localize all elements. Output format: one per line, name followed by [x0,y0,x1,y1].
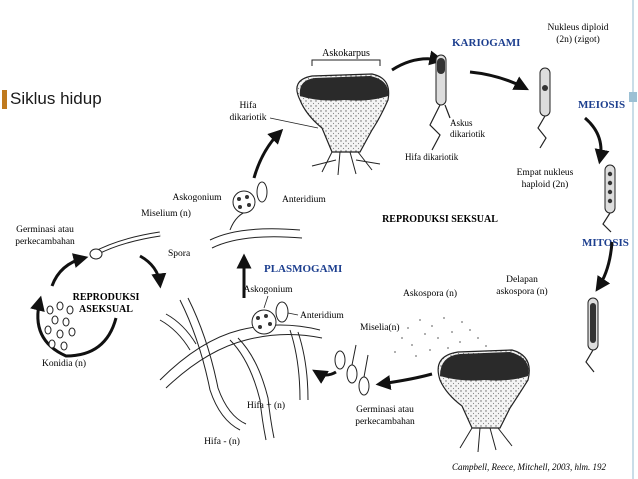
label-zigot: (2n) (zigot) [556,34,600,45]
arrow-to-askokarpus [252,128,284,179]
label-mitosis: MITOSIS [582,237,629,249]
label-miselium: Miselium (n) [141,208,191,219]
germinating-ascospores [334,344,370,396]
askogonium-anteridium-top [209,181,303,249]
germinating-conidium [89,231,161,260]
label-anteridium-top: Anteridium [282,195,326,205]
pointer-hifa-dikariotik [269,117,319,129]
label-hifa-minus: Hifa - (n) [204,436,240,447]
label-hifa-dikariotik-bottom: Hifa dikariotik [405,152,459,162]
arrow-to-eight-spores [595,241,614,292]
label-askus: Askus [450,118,473,128]
arrow-to-diploid [469,70,529,91]
label-meiosis: MEIOSIS [578,99,625,111]
label-reproduksi-aseksual: REPRODUKSI [73,292,140,303]
askokarpus-bottom [437,349,530,453]
arrow-to-four-nuclei [584,116,610,165]
label-nukleus-diploid: Nukleus diploid [548,23,609,33]
askokarpus-top [296,73,390,176]
label-miselia: Miselia(n) [360,322,400,333]
slide-right-rule [632,0,634,479]
askospora-cloud [394,317,487,357]
label-kariogami: KARIOGAMI [452,37,520,49]
label-spora: Spora [168,249,191,259]
mycelium-network [159,297,323,441]
label-haploid: haploid (2n) [522,179,569,190]
label-citation: Campbell, Reece, Mitchell, 2003, hlm. 19… [452,462,606,472]
konidia-cluster [44,301,76,351]
label-perkecambahan-bottom: perkecambahan [355,417,415,427]
label-konidia: Konidia (n) [42,358,86,369]
askogonium-anteridium-mid [251,301,289,335]
label-reproduksi-seksual: REPRODUKSI SEKSUAL [382,214,498,225]
arrow-to-mycelium [312,369,337,384]
label-askogonium-top: Askogonium [172,193,222,203]
label-germinasi-top: Germinasi atau [16,225,74,235]
label-hifa-dikariotik-top: Hifa [240,100,258,111]
arrow-to-kariogami [391,50,445,72]
slide-title: Siklus hidup [2,88,102,110]
askus-eight-spores [585,297,599,373]
label-anteridium-mid: Anteridium [300,311,344,321]
askus-dikariotik [429,54,451,151]
label-askus-dikariotik: dikariotik [450,129,485,139]
pointer-anteridium-mid [287,312,299,316]
slide-title-text: Siklus hidup [10,89,102,108]
label-hifa-dikariotik-top-2: dikariotik [230,113,267,123]
label-askogonium-mid: Askogonium [243,285,293,295]
arrow-asexual-loop-top [50,253,89,287]
label-delapan: Delapan [506,275,538,285]
askokarpus-bracket [311,59,381,66]
title-accent-bar [2,89,7,109]
arrow-asexual-loop-bottom [30,295,118,358]
askus-four-nuclei [602,164,616,233]
pointer-askogonium-mid [263,295,269,309]
label-aseksual: ASEKSUAL [79,304,133,315]
label-plasmogami: PLASMOGAMI [264,263,342,275]
label-germinasi-bottom: Germinasi atau [356,405,414,415]
slide-rule-marker [629,92,637,102]
askus-diploid [537,67,551,149]
label-delapan-askospora: askospora (n) [496,286,547,297]
arrow-to-germination-bottom [375,372,433,391]
label-askospora: Askospora (n) [403,288,457,299]
label-empat-nukleus: Empat nukleus [517,168,574,178]
arrow-to-spora [139,254,167,289]
label-hifa-plus: Hifa + (n) [247,400,285,411]
label-askokarpus: Askokarpus [322,48,370,59]
label-perkecambahan-top: perkecambahan [15,237,75,247]
